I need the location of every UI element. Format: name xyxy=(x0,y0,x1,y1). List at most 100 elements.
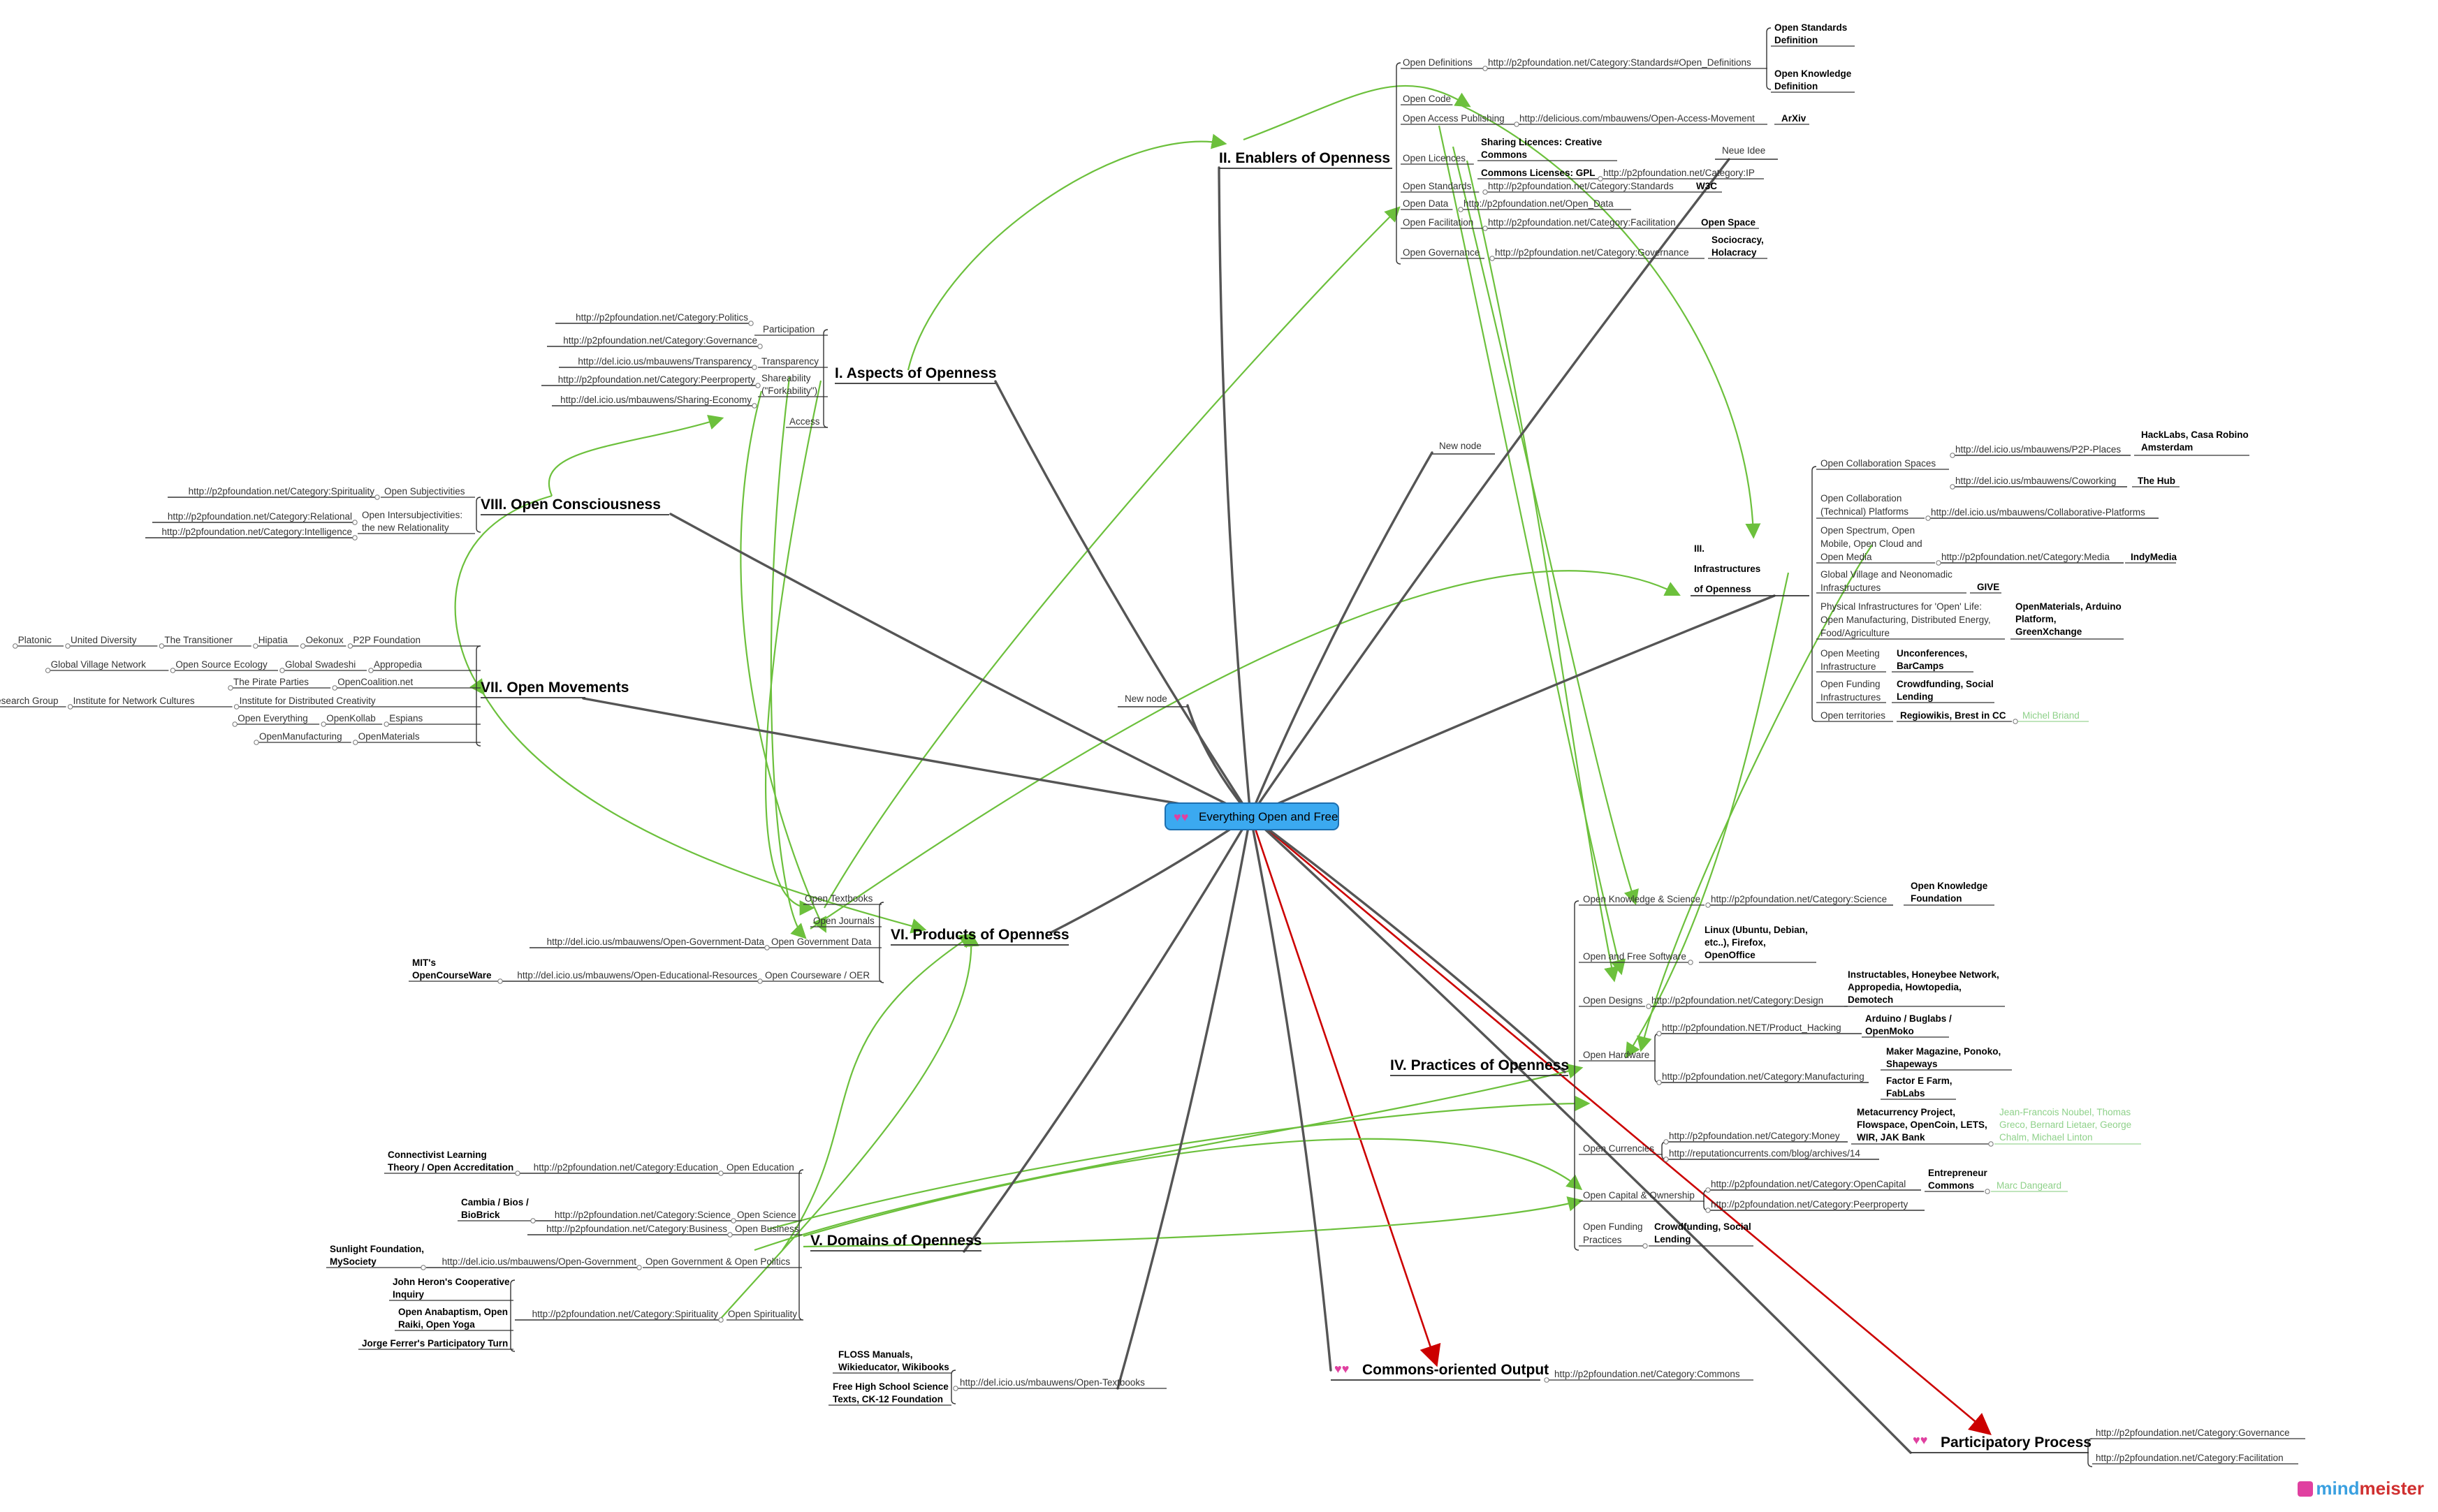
collapse-handle[interactable] xyxy=(1936,560,1941,566)
movement-item[interactable]: Institute for Network Cultures xyxy=(73,696,195,706)
practice-child[interactable]: Arduino / Buglabs / xyxy=(1865,1013,1952,1024)
infra-child[interactable]: Amsterdam xyxy=(2141,442,2193,453)
node-label[interactable]: http://p2pfoundation.net/Category:Peerpr… xyxy=(1711,1199,1908,1210)
collapse-handle[interactable] xyxy=(953,1386,958,1391)
node-label[interactable]: http://del.icio.us/mbauwens/Sharing-Econ… xyxy=(560,395,752,405)
collapse-handle[interactable] xyxy=(1489,256,1495,261)
practice-child[interactable]: Factor E Farm, xyxy=(1886,1076,1952,1086)
domain-child[interactable]: Theory / Open Accreditation xyxy=(388,1162,513,1173)
collapse-handle[interactable] xyxy=(1656,1031,1662,1036)
collapse-handle[interactable] xyxy=(347,643,353,649)
collapse-handle[interactable] xyxy=(300,643,306,649)
url-link[interactable]: http://p2pfoundation.net/Category:Facili… xyxy=(1488,217,1676,228)
commons-url[interactable]: http://p2pfoundation.net/Category:Common… xyxy=(1554,1369,1740,1379)
infra-child[interactable]: Platform, xyxy=(2015,614,2057,624)
enabler-child[interactable]: Open Standards xyxy=(1774,22,1847,33)
collapse-handle[interactable] xyxy=(170,668,176,673)
infra-child[interactable]: BarCamps xyxy=(1897,661,1944,671)
textbooks-child[interactable]: Free High School Science xyxy=(833,1381,949,1392)
infra-4[interactable]: Physical Infrastructures for 'Open' Life… xyxy=(1820,601,1982,612)
node-label[interactable]: http://p2pfoundation.net/Category:Relati… xyxy=(168,511,352,522)
practice-child[interactable]: Lending xyxy=(1654,1234,1691,1245)
product-0[interactable]: Open Textbooks xyxy=(805,893,873,904)
product-child[interactable]: OpenCourseWare xyxy=(412,970,492,981)
node-label[interactable]: http://del.icio.us/mbauwens/Open-Educati… xyxy=(517,970,757,981)
node-label[interactable]: http://p2pfoundation.net/Category:Intell… xyxy=(162,527,352,537)
url-link[interactable]: http://p2pfoundation.net/Category:Standa… xyxy=(1488,181,1674,191)
collapse-handle[interactable] xyxy=(321,721,326,727)
collapse-handle[interactable] xyxy=(1598,176,1603,182)
collapse-handle[interactable] xyxy=(232,721,238,727)
movement-item[interactable]: Oekonux xyxy=(306,635,344,645)
collapse-handle[interactable] xyxy=(421,1265,426,1270)
collapse-handle[interactable] xyxy=(279,668,285,673)
url-link[interactable]: http://p2pfoundation.net/Open_Data xyxy=(1463,198,1614,209)
branch-domains[interactable]: V. Domains of Openness xyxy=(810,1233,981,1249)
movement-item[interactable]: OpenMaterials xyxy=(358,731,420,742)
aspect-1[interactable]: Transparency xyxy=(761,356,819,367)
consciousness-0[interactable]: Open Subjectivities xyxy=(384,486,465,497)
practice-child[interactable]: Instructables, Honeybee Network, xyxy=(1848,969,1999,980)
movement-item[interactable]: P2P Research Group xyxy=(0,696,58,706)
movement-item[interactable]: Platonic xyxy=(18,635,52,645)
collapse-handle[interactable] xyxy=(718,1317,724,1323)
aspect-0[interactable]: Participation xyxy=(763,324,815,335)
practice-0[interactable]: Open Knowledge & Science xyxy=(1583,894,1700,904)
collapse-handle[interactable] xyxy=(368,668,374,673)
collapse-handle[interactable] xyxy=(1458,207,1463,212)
participatory-url[interactable]: http://p2pfoundation.net/Category:Govern… xyxy=(2096,1427,2290,1438)
practice-child[interactable]: Flowspace, OpenCoin, LETS, xyxy=(1857,1120,1987,1130)
domain-4[interactable]: Open Spirituality xyxy=(728,1309,797,1319)
node-label[interactable]: http://p2pfoundation.net/Category:Educat… xyxy=(534,1162,718,1173)
enabler-child[interactable]: Commons Licenses: GPL xyxy=(1481,168,1596,178)
domain-child[interactable]: Inquiry xyxy=(393,1289,424,1300)
domain-child[interactable]: Connectivist Learning xyxy=(388,1150,487,1160)
movement-item[interactable]: OpenCoalition.net xyxy=(337,677,413,687)
collapse-handle[interactable] xyxy=(353,740,358,745)
collapse-handle[interactable] xyxy=(757,978,763,984)
node-label[interactable]: http://p2pfoundation.net/Category:Design xyxy=(1651,995,1823,1006)
domain-child[interactable]: Raiki, Open Yoga xyxy=(398,1319,475,1330)
url-link[interactable]: http://p2pfoundation.net/Category:Govern… xyxy=(1495,247,1689,258)
movement-item[interactable]: The Transitioner xyxy=(164,635,233,645)
url-link[interactable]: http://p2pfoundation.net/Category:IP xyxy=(1603,168,1755,178)
practice-2[interactable]: Open Designs xyxy=(1583,995,1643,1006)
movement-item[interactable]: OpenKollab xyxy=(326,713,376,724)
infra-3[interactable]: Global Village and Neonomadic xyxy=(1820,569,1952,580)
enabler-1[interactable]: Open Code xyxy=(1403,94,1451,104)
infra-2[interactable]: Open Media xyxy=(1820,552,1872,562)
enabler-child[interactable]: Open Knowledge xyxy=(1774,68,1852,79)
aspect-2[interactable]: ("Forkability") xyxy=(761,386,817,396)
collapse-handle[interactable] xyxy=(2013,719,2018,724)
movement-item[interactable]: Open Source Ecology xyxy=(175,659,268,670)
infra-4[interactable]: Food/Agriculture xyxy=(1820,628,1890,638)
enabler-child[interactable]: W3C xyxy=(1696,181,1717,191)
collapse-handle[interactable] xyxy=(67,704,73,710)
collapse-handle[interactable] xyxy=(233,704,240,710)
domain-child[interactable]: BioBrick xyxy=(461,1210,500,1220)
collapse-handle[interactable] xyxy=(1656,1080,1662,1085)
enabler-child[interactable]: Definition xyxy=(1774,35,1818,45)
practice-5[interactable]: Open Capital & Ownership xyxy=(1583,1190,1695,1201)
root-node-box[interactable] xyxy=(1165,802,1339,830)
infra-7[interactable]: Open territories xyxy=(1820,710,1885,721)
node-label[interactable]: http://p2pfoundation.net/Category:Manufa… xyxy=(1662,1071,1864,1082)
collapse-handle[interactable] xyxy=(1950,484,1955,490)
practice-1[interactable]: Open and Free Software xyxy=(1583,951,1686,962)
practice-child[interactable]: Commons xyxy=(1928,1180,1974,1191)
movement-item[interactable]: Institute for Distributed Creativity xyxy=(240,696,376,706)
collapse-handle[interactable] xyxy=(1646,1004,1651,1009)
practice-faint[interactable]: Chalm, Michael Linton xyxy=(1999,1132,2093,1143)
collapse-handle[interactable] xyxy=(45,668,51,673)
branch-commons[interactable]: Commons-oriented Output xyxy=(1362,1362,1549,1378)
infra-5[interactable]: Open Meeting xyxy=(1820,648,1880,659)
enabler-2[interactable]: Open Access Publishing xyxy=(1403,113,1505,124)
movement-item[interactable]: Espians xyxy=(389,713,423,724)
collapse-handle[interactable] xyxy=(1482,66,1488,71)
domain-child[interactable]: Open Anabaptism, Open xyxy=(398,1307,508,1317)
product-child[interactable]: MIT's xyxy=(412,957,436,968)
practice-child[interactable]: Linux (Ubuntu, Debian, xyxy=(1705,925,1808,935)
aspect-2[interactable]: Shareability xyxy=(761,373,811,383)
movement-item[interactable]: Global Swadeshi xyxy=(285,659,356,670)
movement-item[interactable]: Hipatia xyxy=(258,635,289,645)
